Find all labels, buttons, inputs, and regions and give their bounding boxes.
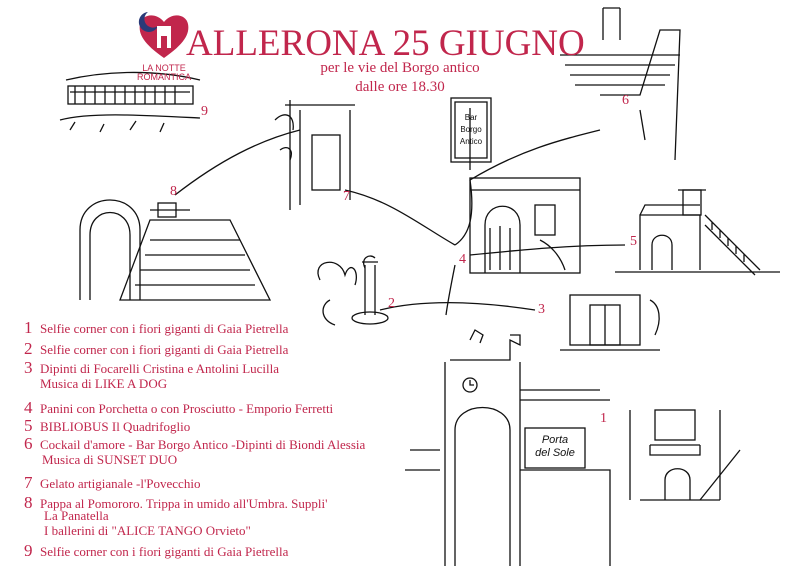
sketch-balcony <box>629 409 741 501</box>
legend-text: Selfie corner con i fiori giganti di Gai… <box>40 342 289 357</box>
route-path <box>344 189 456 246</box>
legend-number: 9 <box>24 541 33 560</box>
legend-text: Pappa al Pomororo. Trippa in umido all'U… <box>40 496 328 511</box>
legend-text: Dipinti di Focarelli Cristina e Antolini… <box>40 361 280 376</box>
sketch-alley <box>274 100 355 210</box>
legend-item: 2 Selfie corner con i fiori giganti di Ga… <box>24 339 288 359</box>
legend-item: 6 Cockail d'amore - Bar Borgo Antico -Dip… <box>24 434 365 454</box>
map-marker-7: 7 <box>343 189 350 204</box>
map-marker-8: 8 <box>170 184 177 199</box>
porta-sign-frame <box>524 427 586 469</box>
route-path <box>469 244 626 256</box>
sign-line: del Sole <box>535 447 575 459</box>
porta-del-sole-sign: Porta del Sole <box>525 434 585 460</box>
sign-line: Borgo <box>460 125 482 134</box>
legend-text: Panini con Porchetta o con Prosciutto - … <box>40 401 334 416</box>
legend-number: 6 <box>24 434 33 453</box>
route-path <box>174 129 301 196</box>
subtitle: per le vie del Borgo antico <box>320 60 480 76</box>
legend-item: 5 BIBLIOBUS Il Quadrifoglio <box>24 416 190 436</box>
event-time: dalle ore 18.30 <box>355 79 445 95</box>
legend-number: 4 <box>24 398 33 417</box>
logo-line-2: ROMANTICA <box>137 72 191 82</box>
legend-item: 8 Pappa al Pomororo. Trippa in umido all'… <box>24 493 327 513</box>
legend-text: Musica di SUNSET DUO <box>42 452 178 467</box>
sketch-arch <box>79 199 272 301</box>
logo-line-1: LA NOTTE <box>142 63 186 73</box>
sketch-courtyard <box>560 294 660 351</box>
map-marker-6: 6 <box>622 93 629 108</box>
legend-number: 3 <box>24 358 33 377</box>
legend-text: La Panatella <box>44 508 109 523</box>
legend-number: 8 <box>24 493 33 512</box>
route-path <box>445 264 456 316</box>
legend-item: 7 Gelato artigianale -l'Povecchio <box>24 473 200 493</box>
legend-text: Cockail d'amore - Bar Borgo Antico -Dipi… <box>40 437 366 452</box>
legend-text: I ballerini di "ALICE TANGO Orvieto" <box>44 523 251 538</box>
sign-line: Bar <box>464 113 478 122</box>
map-marker-2: 2 <box>388 296 395 311</box>
sketch-clock-tower <box>405 329 611 566</box>
legend-item: 1 Selfie corner con i fiori giganti di Ga… <box>24 318 288 338</box>
page-title: ALLERONA 25 GIUGNO <box>186 23 585 64</box>
legend-text: Selfie corner con i fiori giganti di Gai… <box>40 544 289 559</box>
legend-number: 2 <box>24 339 33 358</box>
map-marker-9: 9 <box>201 104 208 119</box>
map-marker-4: 4 <box>459 252 466 267</box>
route-path <box>454 179 473 246</box>
legend-item: 4 Panini con Porchetta o con Prosciutto -… <box>24 398 333 418</box>
legend-number: 7 <box>24 473 33 492</box>
map-marker-3: 3 <box>538 302 545 317</box>
sketch-facade <box>469 177 581 274</box>
bar-sign-frame <box>450 97 492 163</box>
legend-text: Musica di LIKE A DOG <box>40 376 168 391</box>
sketch-panorama <box>59 71 201 133</box>
la-notte-romantica-logo: LA NOTTE ROMANTICA <box>136 10 192 82</box>
heart-moon-icon <box>138 12 189 59</box>
legend-text: Selfie corner con i fiori giganti di Gai… <box>40 321 289 336</box>
route-path <box>469 129 601 181</box>
sketch-fountain <box>317 255 389 326</box>
route-path <box>379 301 536 311</box>
legend-number: 5 <box>24 416 33 435</box>
legend-item: 3 Dipinti di Focarelli Cristina e Antolin… <box>24 358 279 378</box>
map-marker-5: 5 <box>630 234 637 249</box>
legend-text: Gelato artigianale -l'Povecchio <box>40 476 201 491</box>
sketch-tower <box>560 7 681 161</box>
sketch-staircase-building <box>615 189 780 276</box>
legend-text: BIBLIOBUS Il Quadrifoglio <box>40 419 191 434</box>
sign-line: Antico <box>459 137 483 146</box>
map-marker-1: 1 <box>600 411 607 426</box>
legend-number: 1 <box>24 318 33 337</box>
sign-line: Porta <box>541 434 569 446</box>
bar-borgo-antico-sign: Bar Borgo Antico <box>455 112 487 148</box>
legend-item: 9 Selfie corner con i fiori giganti di Ga… <box>24 541 288 561</box>
